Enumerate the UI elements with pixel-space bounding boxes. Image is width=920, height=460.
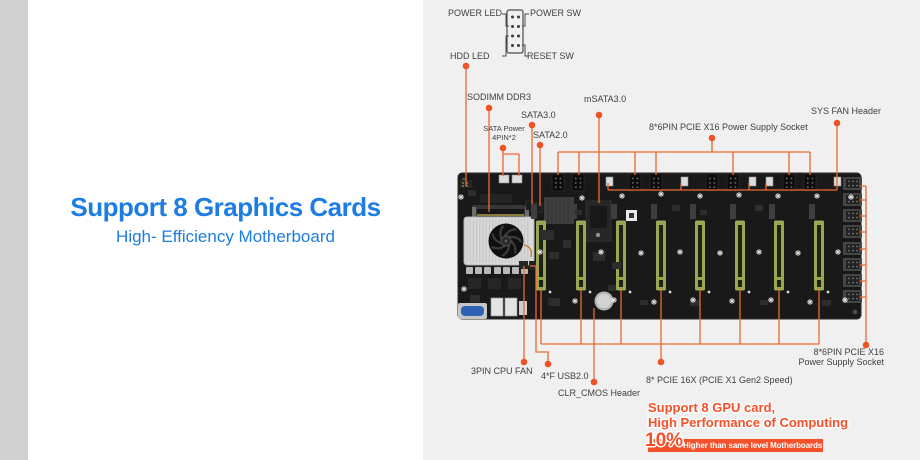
- label-reset-sw: RESET SW: [527, 51, 574, 61]
- label-hdd-led: HDD LED: [450, 51, 490, 61]
- headline: Support 8 Graphics Cards High- Efficienc…: [28, 193, 423, 246]
- headline-subtitle: High- Efficiency Motherboard: [116, 227, 335, 246]
- port: [519, 301, 527, 315]
- callout-dot: [833, 119, 841, 127]
- callout-dot: [499, 144, 507, 152]
- pcie-power-socket-top: [628, 173, 642, 192]
- pcie-power-socket-right: [843, 177, 862, 190]
- callout-line: [530, 265, 549, 361]
- pcie-power-socket-right: [843, 242, 862, 255]
- pcie-power-socket-right: [843, 225, 862, 238]
- label-cpu-fan: 3PIN CPU FAN: [471, 366, 533, 376]
- callout-dot: [536, 141, 544, 149]
- headline-title: Support 8 Graphics Cards: [70, 192, 381, 222]
- pcie-x16-slot: [730, 204, 751, 294]
- front-panel-pin-diagram: [502, 9, 529, 57]
- capacitors: [466, 267, 528, 274]
- label-sata3: SATA3.0: [521, 110, 556, 120]
- callout-dot: [657, 358, 665, 366]
- fan-header: [605, 176, 614, 187]
- pcie-power-socket-right: [843, 274, 862, 287]
- callout-line: [557, 141, 811, 175]
- callout-dot: [520, 358, 528, 366]
- reset-sw-bracket: [522, 44, 529, 57]
- cmos-battery: [594, 291, 614, 311]
- motherboard: [457, 172, 862, 320]
- pcie-power-socket-top: [726, 173, 740, 192]
- hdd-led-bracket: [502, 35, 509, 57]
- usb-port: [490, 297, 504, 317]
- rear-ports: [458, 297, 527, 319]
- callout-line: [540, 289, 820, 359]
- promo-banner: Higher than same level Motherboards: [648, 439, 823, 452]
- callout-lines: [465, 69, 867, 379]
- pcie-power-socket-top: [705, 173, 719, 192]
- fan-header: [680, 176, 689, 187]
- label-sata-power: SATA Power 4PIN*2: [483, 124, 525, 142]
- callout-dot: [595, 111, 603, 119]
- pcie-power-socket-top: [551, 173, 565, 192]
- callout-dot: [862, 341, 870, 349]
- promo-stat: 10%: [645, 430, 684, 451]
- cpu-fan-header: [519, 261, 528, 269]
- white-panel: [28, 0, 423, 460]
- callout-dot: [708, 134, 716, 142]
- callout-line: [860, 185, 867, 342]
- label-sys-fan: SYS FAN Header: [811, 106, 882, 116]
- fan-header: [748, 176, 757, 187]
- callout-dot: [462, 62, 470, 70]
- callout-dots: [462, 62, 870, 386]
- callout-line: [502, 151, 520, 176]
- sata-power-connector: [498, 174, 510, 184]
- label-sata2: SATA2.0: [533, 130, 568, 140]
- label-sodimm: SODIMM DDR3: [467, 92, 532, 102]
- sodimm-slot: [472, 194, 529, 219]
- fan-header: [765, 176, 774, 187]
- pcie-power-socket-right: [843, 258, 862, 271]
- pcie-x16-slot: [809, 204, 830, 294]
- power-led-bracket: [502, 13, 509, 27]
- power-sw-bracket: [522, 13, 529, 27]
- label-pcie-power-top: 8*6PIN PCIE X16 Power Supply Socket: [649, 122, 808, 132]
- chipset-heatsink: [544, 197, 574, 224]
- callout-line: [607, 126, 838, 191]
- label-pcie-power-right: 8*6PIN PCIE X16 Power Supply Socket: [798, 347, 884, 367]
- pcie-x16-slot: [571, 204, 592, 294]
- pcie-power-socket-top: [571, 173, 585, 192]
- fan-cable: [523, 244, 533, 258]
- promo-line1: Support 8 GPU card,: [648, 400, 776, 415]
- sata-power-connector: [511, 174, 523, 184]
- callout-dot: [485, 104, 493, 112]
- left-gray-strip: [0, 0, 28, 460]
- label-clr-cmos: CLR_CMOS Header: [558, 388, 641, 398]
- callout-dot: [544, 360, 552, 368]
- pcie-power-socket-top: [649, 173, 663, 192]
- cpu-cooler: [463, 216, 535, 266]
- promo-line2: High Performance of Computing: [648, 415, 849, 430]
- snowflake-marks: [458, 191, 854, 305]
- pcie-x16-slot: [769, 204, 790, 294]
- pcie-power-socket-top: [803, 173, 817, 192]
- pcie-x16-slot: [611, 204, 632, 294]
- label-msata: mSATA3.0: [584, 94, 627, 104]
- callout-dot: [590, 378, 598, 386]
- label-power-sw: POWER SW: [530, 8, 581, 18]
- vga-port: [461, 306, 484, 316]
- pcie-power-socket-right: [843, 193, 862, 206]
- usb-port: [504, 297, 518, 317]
- label-usb: 4*F USB2.0: [541, 371, 589, 381]
- label-pcie-16x: 8* PCIE 16X (PCIE X1 Gen2 Speed): [646, 375, 793, 385]
- promo-banner-text: Higher than same level Motherboards: [683, 441, 823, 450]
- label-power-led: POWER LED: [447, 8, 502, 18]
- pcie-power-socket-right: [843, 209, 862, 222]
- callout-dot: [528, 121, 536, 129]
- msata-module: [585, 200, 612, 242]
- pcie-power-socket-top: [782, 173, 796, 192]
